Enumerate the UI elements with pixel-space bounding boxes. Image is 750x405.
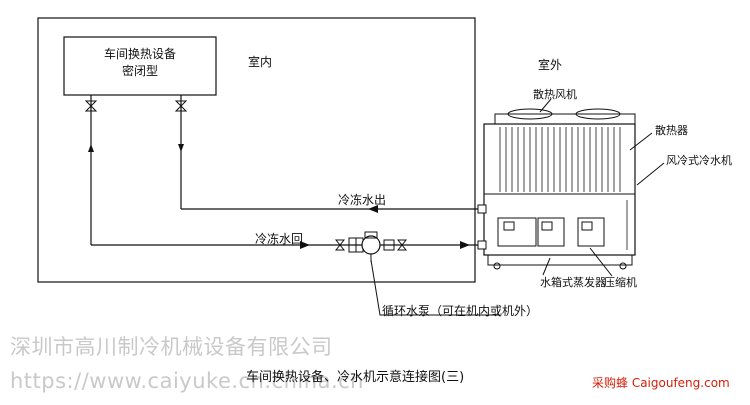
- equipment-box: [63, 36, 217, 96]
- leader-fan: [539, 98, 552, 113]
- zone-outdoor-label: 室外: [538, 58, 563, 72]
- pump-assembly: [334, 231, 408, 262]
- arrow-right-return-2: [460, 241, 470, 249]
- chiller-unit: [483, 108, 636, 270]
- pump-leader: [370, 259, 500, 316]
- air-cooled-chiller-label: 风冷式冷水机: [666, 154, 732, 167]
- leader-radiator: [629, 132, 653, 151]
- watermark-url: https://www.caiyuke.cn.china.cn: [10, 369, 364, 393]
- chiller-inlet-fittings: [477, 204, 487, 250]
- fan-label: 散热风机: [533, 88, 577, 101]
- compressor-label: 压缩机: [604, 276, 637, 289]
- watermark-company: 深圳市高川制冷机械设备有限公司: [10, 335, 333, 359]
- valve-left: [84, 100, 98, 112]
- arrow-down-out: [178, 144, 184, 152]
- leader-compressor: [589, 247, 613, 277]
- leader-chiller: [636, 162, 665, 186]
- tank-evaporator-label: 水箱式蒸发器: [540, 276, 606, 289]
- pipe-out-label: 冷冻水出: [338, 193, 387, 207]
- pump-label: 循环水泵（可在机内或机外）: [382, 304, 539, 318]
- pipe-return-label: 冷冻水回: [255, 232, 304, 246]
- indoor-room-boundary: [37, 17, 476, 283]
- valve-right: [174, 100, 188, 112]
- equipment-box-label: 车间换热设备 密闭型: [76, 46, 204, 80]
- equipment-name: 车间换热设备: [103, 47, 176, 61]
- arrow-left-out: [368, 205, 378, 213]
- arrow-right-return: [300, 241, 310, 249]
- arrow-up-return: [88, 144, 94, 152]
- radiator-label: 散热器: [655, 124, 688, 137]
- brand-watermark: 采购蜂 Caigoufeng.com: [592, 376, 730, 390]
- zone-indoor-label: 室内: [248, 55, 273, 69]
- diagram-caption: 车间换热设备、冷水机示意连接图(三): [246, 370, 465, 385]
- equipment-type: 密闭型: [121, 64, 158, 78]
- leader-tank: [542, 257, 551, 276]
